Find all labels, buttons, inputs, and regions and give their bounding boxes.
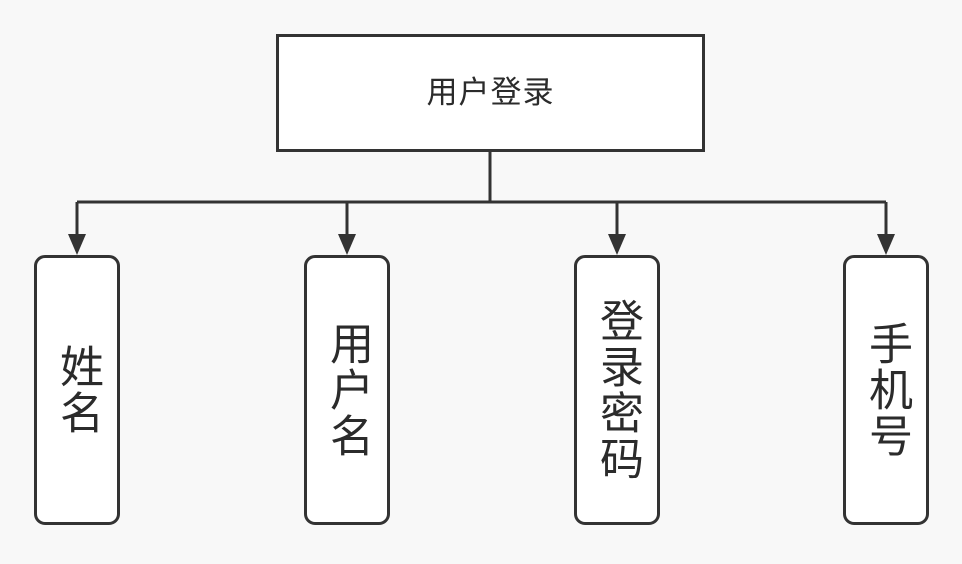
node-child-phone[interactable]: 手机号	[843, 255, 929, 525]
arrowhead-username	[338, 234, 356, 255]
node-child-password[interactable]: 登录密码	[574, 255, 660, 525]
arrowhead-name	[68, 234, 86, 255]
arrowhead-phone	[877, 234, 895, 255]
node-child-name[interactable]: 姓名	[34, 255, 120, 525]
node-root-label: 用户登录	[426, 74, 555, 110]
node-child-password-label: 登录密码	[592, 298, 642, 482]
node-child-name-label: 姓名	[52, 344, 102, 436]
node-child-username-label: 用户名	[322, 321, 372, 459]
node-child-username[interactable]: 用户名	[304, 255, 390, 525]
node-child-phone-label: 手机号	[861, 321, 911, 459]
node-root-user-login[interactable]: 用户登录	[276, 34, 705, 152]
arrowhead-password	[608, 234, 626, 255]
